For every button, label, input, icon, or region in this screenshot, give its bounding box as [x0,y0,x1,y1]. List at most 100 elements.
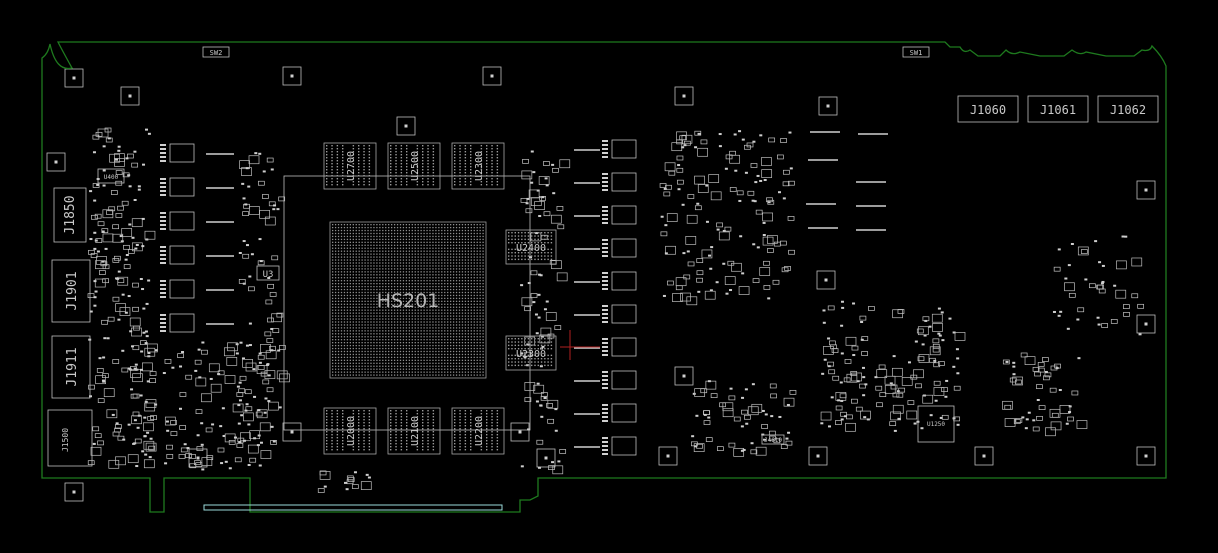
smd-pad [956,357,960,360]
smd-part [1101,323,1108,328]
smd-pad [107,137,111,140]
mounting-pad [64,482,84,502]
smd-part [788,249,795,255]
smd-pad [913,422,917,425]
smd-pad [117,270,121,273]
smd-part [835,405,843,411]
smd-part [546,403,553,408]
smd-part [750,449,758,455]
smd-pad [763,179,767,182]
smd-pad [709,267,713,270]
smd-pad [244,409,248,412]
memory-chip-label: U2300 [474,151,485,181]
connector-label: J1060 [970,103,1006,117]
smd-part [933,380,941,386]
smd-part [164,358,172,364]
smd-part [132,282,139,288]
smd-pad [539,274,543,277]
smd-part [98,270,106,275]
smd-pad [278,406,282,409]
mounting-pad [536,448,556,468]
smd-part [696,270,704,276]
smd-pad [259,260,263,263]
smd-pad [154,403,158,406]
ic-outline [90,446,102,456]
label-j4610: J4610 [761,434,785,445]
smd-pad [235,343,239,346]
smd-pad [840,324,844,327]
smd-part [1068,292,1076,298]
smd-pad [752,140,756,143]
mounting-pad [46,152,66,172]
smd-part [95,238,103,243]
smd-part [177,353,184,358]
ic-outline [693,443,705,452]
smd-part [763,260,770,266]
smd-pad [664,224,668,227]
smd-part [205,427,213,433]
smd-part [916,328,924,334]
memory-chip: U2000 [323,407,377,455]
ic-outline [121,228,133,237]
smd-pad [785,437,789,440]
ic-outline [556,272,568,282]
smd-pad [745,422,749,425]
ic-outline [733,447,745,457]
smd-part [684,140,691,146]
smd-pad [133,198,137,201]
smd-pad [145,335,149,338]
smd-pad [1100,282,1104,285]
smd-pad [140,350,144,353]
smd-part [729,187,737,192]
smd-part [1042,357,1049,362]
ic-outline [710,191,722,201]
ic-outline [933,387,945,396]
ic-outline [701,249,713,259]
smd-pad [258,238,262,241]
ic-outline [697,184,709,193]
smd-part [850,371,858,376]
smd-pad [154,349,158,352]
smd-pad [944,395,948,398]
connector-j1850: J1850 [53,187,87,243]
smd-part [217,370,225,376]
smd-pad [93,231,97,234]
ic-outline [279,373,290,383]
voltage-regulator [574,436,637,456]
svg-text:U400: U400 [104,174,119,181]
smd-pad [276,208,280,211]
smd-part [747,190,755,196]
smd-pad [552,192,556,195]
smd-pad [139,368,143,371]
smd-part [530,270,538,276]
smd-part [115,424,122,429]
smd-part [941,387,948,392]
smd-part [540,395,548,401]
smd-pad [253,437,257,440]
smd-pad [525,202,529,205]
smd-pad [939,416,943,419]
smd-pad [535,232,539,235]
smd-pad [209,377,213,380]
smd-part [782,181,790,187]
smd-part [890,384,898,390]
smd-part [696,443,703,449]
ic-outline [115,303,126,312]
smd-part [1036,384,1043,389]
smd-pad [697,290,701,293]
smd-part [898,387,906,393]
smd-pad [94,290,98,293]
ic-outline [265,350,277,360]
smd-part [96,368,104,373]
smd-part [149,378,156,383]
ic-outline [820,411,832,421]
smd-pad [233,436,237,439]
ic-outline [242,412,254,422]
smd-part [667,280,674,286]
smd-pad [1094,240,1098,243]
voltage-regulator [574,403,637,423]
smd-part [770,393,777,399]
ic-outline [906,410,918,420]
smd-pad [837,399,841,402]
ic-outline [227,342,238,352]
